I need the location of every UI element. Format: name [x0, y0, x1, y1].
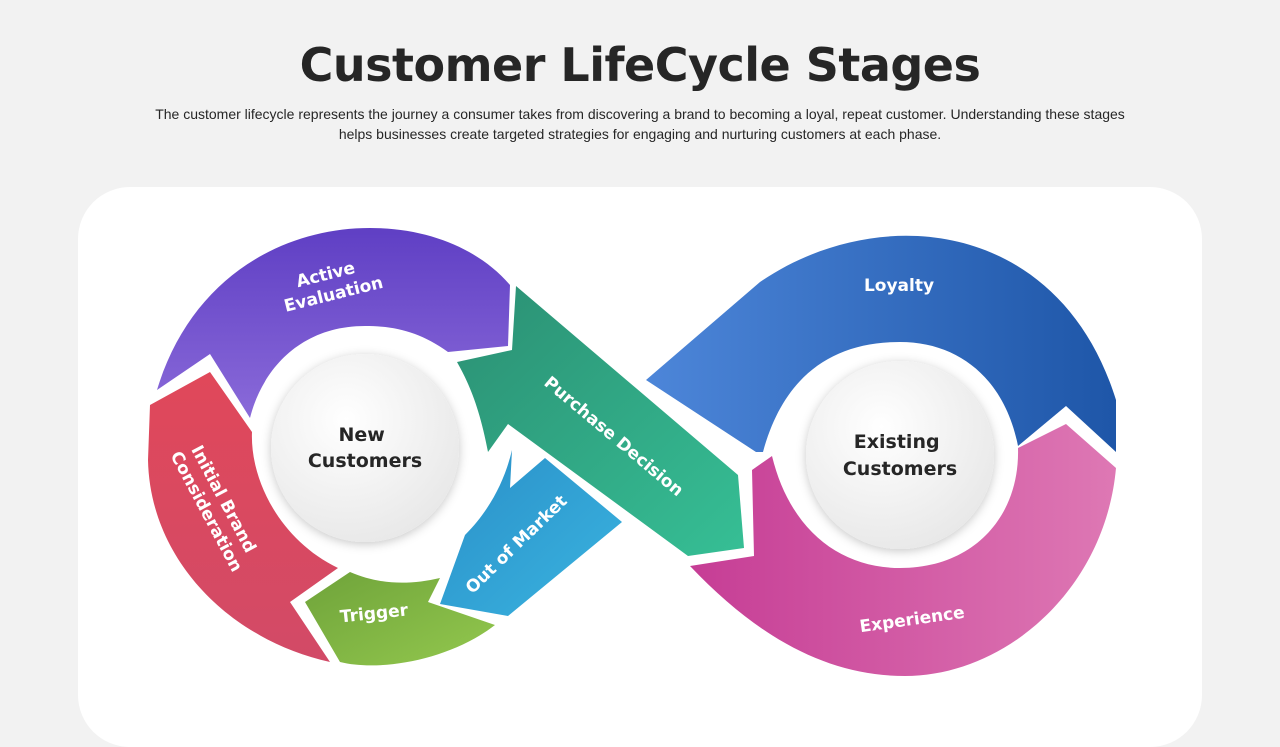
hub-label-line: New — [339, 424, 385, 446]
segment-experience — [690, 424, 1116, 676]
hub-label-line: Customers — [308, 450, 422, 472]
hub-label-line: Existing — [854, 431, 940, 453]
hub-label-line: Customers — [843, 458, 957, 480]
segment-purchase-decision — [457, 286, 744, 556]
hub-new-customers — [271, 354, 459, 542]
infinity-lifecycle-diagram: New Customers Existing Customers Active … — [148, 228, 1116, 676]
hub-existing-customers-label: Existing Customers — [843, 431, 957, 480]
page-title: Customer LifeCycle Stages — [299, 38, 981, 92]
segment-initial-brand-consideration — [148, 372, 338, 662]
hub-new-customers-label: New Customers — [308, 424, 422, 472]
page-subtitle: The customer lifecycle represents the jo… — [155, 106, 1125, 142]
segment-loyalty — [646, 235, 1116, 452]
label-active-evaluation: Active Evaluation — [277, 252, 385, 316]
segment-out-of-market — [440, 450, 622, 616]
segment-trigger — [305, 572, 495, 666]
hub-existing-customers — [806, 361, 994, 549]
segment-active-evaluation — [157, 228, 510, 418]
label-loyalty: Loyalty — [864, 276, 934, 296]
